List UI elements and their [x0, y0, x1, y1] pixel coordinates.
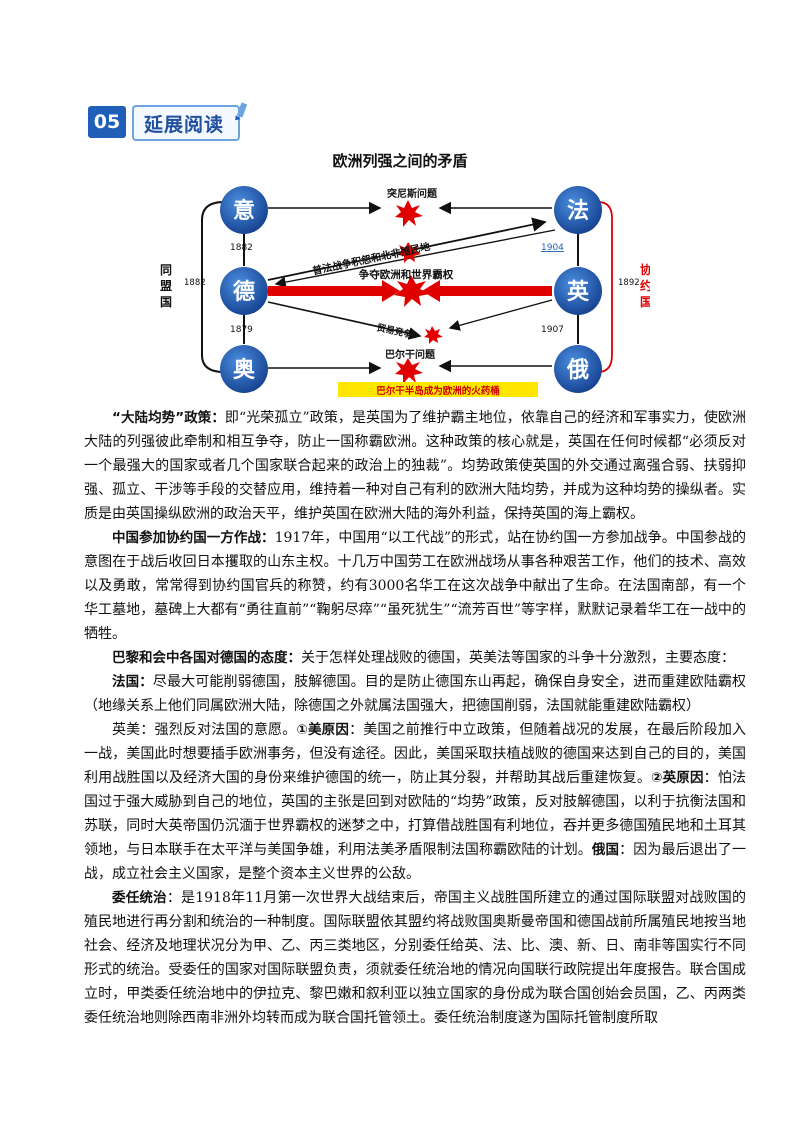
- term-continental-balance: “大陆均势”政策：: [112, 410, 225, 426]
- year-britain-russia: 1907: [541, 325, 564, 335]
- arrow-britain-trade: [448, 299, 553, 331]
- arrow-france-germany: [274, 229, 556, 288]
- year-france-britain: 1904: [541, 243, 564, 253]
- node-germany: 德: [220, 267, 268, 315]
- explosion-icon-colonies: [398, 242, 421, 263]
- alliance-bracket: [201, 201, 225, 373]
- node-italy: 意: [220, 186, 268, 234]
- pencil-icon: [235, 102, 248, 121]
- explosion-icon-balkan: [395, 358, 423, 384]
- arrow-germany-hegemony: [268, 280, 400, 302]
- paragraph-text: ：是1918年11月第一次世界大战结束后，帝国主义战胜国所建立的通过国际联盟对战…: [84, 890, 747, 1026]
- diagram-title: 欧洲列强之间的矛盾: [332, 152, 467, 170]
- paragraph-text: 关于怎样处理战败的德国，英美法等国家的斗争十分激烈，主要态度：: [301, 650, 735, 666]
- paragraph-mandate: 委任统治：是1918年11月第一次世界大战结束后，帝国主义战胜国所建立的通过国际…: [84, 886, 746, 1030]
- paragraph-text: ：怕法国过于强大威胁到自己的地位，英国的主张是回到对欧陆的“均势”政策，反对肢解…: [84, 770, 747, 858]
- conflict-balkan: 巴尔干问题: [385, 348, 436, 361]
- section-title: 延展阅读: [144, 114, 225, 136]
- section-title-box: 延展阅读: [132, 102, 248, 141]
- entente-char-3: 国: [640, 295, 650, 309]
- entente-char-2: 约: [640, 278, 650, 293]
- svg-text:意: 意: [233, 198, 255, 224]
- year-entente: 1892: [618, 278, 640, 288]
- entente-label: 协 约 国: [640, 262, 650, 309]
- powers-conflict-diagram: 欧洲列强之间的矛盾 突尼斯问题 普法战争积怨和北非殖民地 争夺欧洲和世界霸权 贸…: [160, 152, 650, 397]
- paragraph-text: 尽最大可能削弱德国，肢解德国。目的是防止德国东山再起，确保自身安全，进而重建欧陆…: [84, 674, 746, 714]
- explosion-icon-hegemony: [394, 275, 430, 307]
- alliance-char-2: 盟: [160, 279, 172, 293]
- section-number: 05: [88, 106, 126, 138]
- conflict-trade: 贸易竞争: [376, 321, 414, 340]
- year-italy-germany: 1882: [230, 243, 253, 253]
- balkan-banner: 巴尔干半岛成为欧洲的火药桶: [376, 385, 500, 397]
- explosion-icon-trade: [424, 326, 443, 344]
- year-germany-austria: 1879: [230, 325, 253, 335]
- paragraph-text: ：因为最后退出了一战，成立社会主义国家，是整个资本主义世界的公敌。: [84, 842, 747, 882]
- alliance-char-3: 国: [160, 295, 172, 309]
- balkan-banner-bg: [338, 382, 538, 397]
- paragraph-uk-us: 英美：强烈反对法国的意愿。①美原因：美国之前推行中立政策，但随着战况的发展，在最…: [84, 718, 746, 886]
- svg-text:俄: 俄: [566, 358, 589, 383]
- entente-bracket: [597, 201, 613, 373]
- term-france: 法国：: [112, 674, 153, 690]
- term-russia: 俄国: [591, 842, 620, 858]
- svg-text:奥: 奥: [233, 357, 256, 383]
- paragraph-lead: 英美：强烈反对法国的意愿。: [112, 722, 297, 738]
- term-us-reason: ①美原因: [296, 722, 350, 738]
- arrow-germany-trade: [267, 301, 422, 340]
- paragraph-text: ：美国之前推行中立政策，但随着战况的发展，在最后阶段加入一战，美国此时想要插手欧…: [84, 722, 747, 786]
- conflict-tunis: 突尼斯问题: [387, 187, 438, 200]
- node-france: 法: [554, 186, 602, 234]
- paragraph-china-entente: 中国参加协约国一方作战：1917年，中国用“以工代战”的形式，站在协约国一方参加…: [84, 526, 746, 646]
- year-alliance: 1882: [184, 278, 206, 288]
- paragraph-continental-balance: “大陆均势”政策：即“光荣孤立”政策，是英国为了维护霸主地位，依靠自己的经济和军…: [84, 406, 746, 526]
- term-uk-reason: ②英原因: [651, 770, 704, 786]
- alliance-label: 同 盟 国: [160, 263, 176, 309]
- alliance-char-1: 同: [160, 263, 172, 277]
- explosion-icon-tunis: [395, 200, 423, 227]
- paragraph-france: 法国：尽最大可能削弱德国，肢解德国。目的是防止德国东山再起，确保自身安全，进而重…: [84, 670, 746, 718]
- conflict-hegemony: 争夺欧洲和世界霸权: [359, 268, 454, 281]
- paragraph-text: 即“光荣孤立”政策，是英国为了维护霸主地位，依靠自己的经济和军事实力，使欧洲大陆…: [84, 410, 746, 522]
- term-china-entente: 中国参加协约国一方作战：: [112, 530, 275, 546]
- svg-text:法: 法: [567, 199, 589, 224]
- paragraph-paris-conference: 巴黎和会中各国对德国的态度：关于怎样处理战败的德国，英美法等国家的斗争十分激烈，…: [84, 646, 746, 670]
- node-britain: 英: [554, 267, 602, 315]
- node-russia: 俄: [554, 345, 602, 393]
- node-austria: 奥: [220, 345, 268, 393]
- svg-text:英: 英: [567, 280, 590, 305]
- term-paris-conference: 巴黎和会中各国对德国的态度：: [112, 650, 301, 666]
- paragraph-text: 1917年，中国用“以工代战”的形式，站在协约国一方参加战争。中国参战的意图在于…: [84, 530, 746, 642]
- arrow-britain-hegemony: [422, 280, 552, 302]
- entente-char-1: 协: [640, 262, 650, 277]
- term-mandate: 委任统治: [112, 890, 167, 906]
- svg-text:德: 德: [233, 279, 255, 305]
- body-text: “大陆均势”政策：即“光荣孤立”政策，是英国为了维护霸主地位，依靠自己的经济和军…: [84, 406, 746, 1030]
- section-header: 05 延展阅读: [88, 102, 248, 142]
